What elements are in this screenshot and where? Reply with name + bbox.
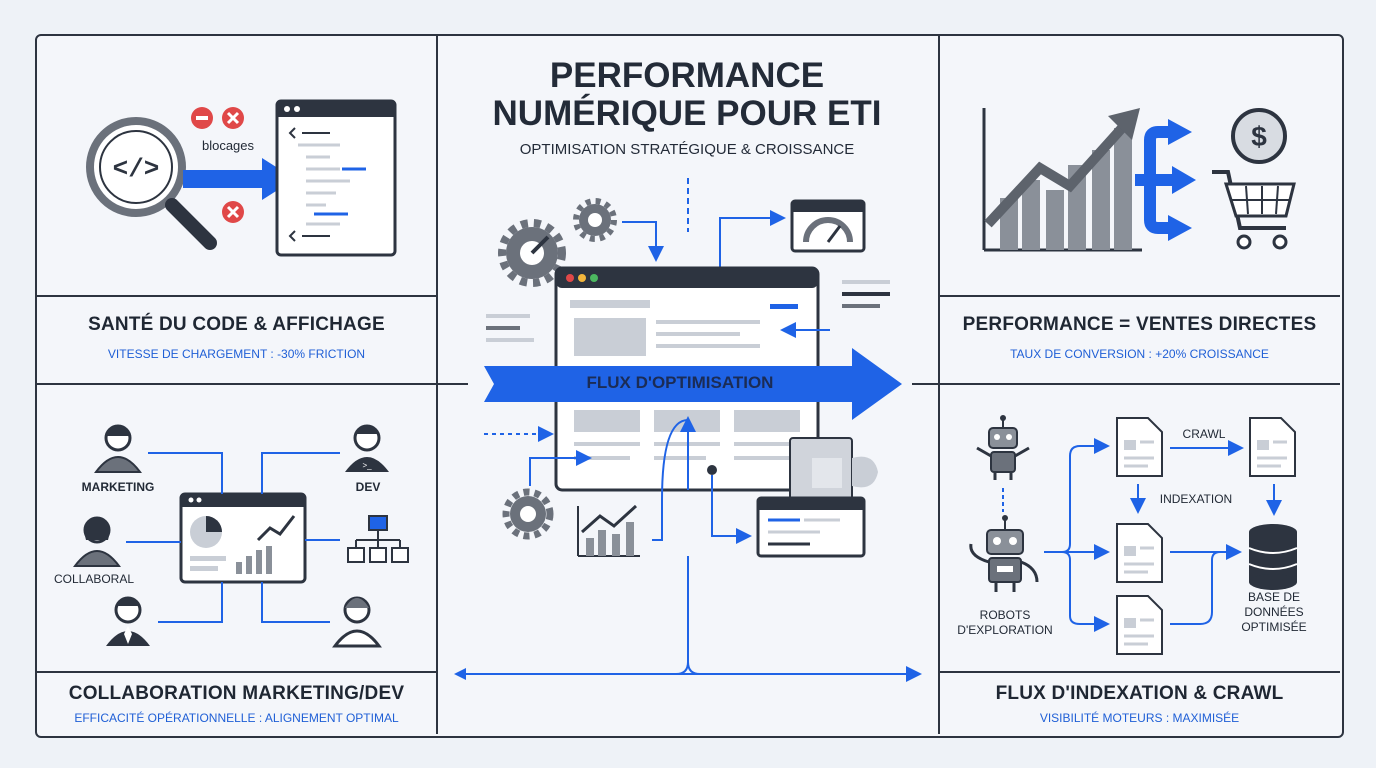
dashboard-window-icon (179, 492, 307, 584)
shopping-cart-icon (1212, 170, 1296, 250)
blocages-label: blocages (201, 138, 255, 153)
svg-text:>_: >_ (362, 461, 372, 470)
person-icon (73, 516, 121, 567)
crawl-label: CRAWL (1182, 427, 1226, 441)
robot-icon (976, 415, 1030, 480)
right-mid-divider (912, 383, 1340, 385)
database-label-line1: BASE DE (1247, 590, 1301, 604)
collab-title: COLLABORATION MARKETING/DEV (68, 683, 405, 704)
code-window-icon (756, 496, 866, 558)
sales-subtitle: TAUX DE CONVERSION : +20% CROISSANCE (1010, 347, 1269, 361)
sales-title: PERFORMANCE = VENTES DIRECTES (962, 314, 1317, 335)
gear-icon (573, 198, 617, 242)
error-icon (191, 107, 213, 129)
robot-icon (969, 515, 1039, 592)
collab-subtitle: EFFICACITÉ OPÉRATIONNELLE : ALIGNEMENT O… (74, 711, 399, 725)
marketing-label: MARKETING (81, 480, 155, 494)
svg-text:$: $ (1251, 121, 1267, 152)
dev-label: DEV (355, 480, 381, 494)
person-icon (94, 424, 142, 473)
right-top-divider (939, 295, 1340, 297)
left-top-divider (36, 295, 437, 297)
robots-label-line2: D'EXPLORATION (957, 623, 1053, 637)
left-mid-divider (36, 383, 468, 385)
person-icon (332, 596, 382, 648)
page-title-line1: PERFORMANCE (549, 56, 825, 95)
branch-arrows-icon (1135, 119, 1196, 241)
code-health-subtitle: VITESSE DE CHARGEMENT : -30% FRICTION (107, 347, 366, 361)
indexation-label: INDEXATION (1159, 492, 1233, 506)
document-icon (1116, 523, 1163, 583)
small-chart-icon (577, 504, 640, 557)
speedometer-window-icon (790, 199, 866, 253)
document-icon (1116, 595, 1163, 655)
collab-label: COLLABORAL (53, 572, 135, 586)
dollar-coin-icon: $ (1231, 108, 1287, 164)
indexation-title: FLUX D'INDEXATION & CRAWL (995, 683, 1284, 704)
close-icon (222, 201, 244, 223)
hierarchy-icon (347, 515, 409, 563)
person-icon (106, 596, 150, 646)
text-lines-icon (486, 280, 890, 342)
indexation-subtitle: VISIBILITÉ MOTEURS : MAXIMISÉE (1039, 711, 1240, 725)
developer-icon: >_ (345, 424, 389, 472)
document-icon (1249, 417, 1296, 477)
robots-label-line1: ROBOTS (979, 608, 1031, 622)
left-bottom-divider (36, 671, 437, 673)
flow-arrow (484, 348, 902, 420)
code-window-icon (275, 99, 397, 257)
database-label-line2: DONNÉES (1244, 605, 1304, 619)
database-label-line3: OPTIMISÉE (1241, 620, 1307, 634)
gear-icon (498, 219, 566, 287)
close-icon (222, 107, 244, 129)
page-subtitle: OPTIMISATION STRATÉGIQUE & CROISSANCE (519, 141, 855, 158)
code-health-title: SANTÉ DU CODE & AFFICHAGE (88, 314, 385, 335)
document-icon (1116, 417, 1163, 477)
gear-icon (502, 488, 554, 540)
page-title-line2: NUMÉRIQUE POUR ETI (492, 94, 882, 133)
database-icon (1248, 524, 1298, 590)
growth-chart-icon (982, 108, 1142, 252)
flow-label: FLUX D'OPTIMISATION (586, 373, 774, 392)
right-bottom-divider (939, 671, 1340, 673)
svg-text:</>: </> (113, 154, 160, 184)
puzzle-icon (789, 437, 878, 501)
magnifier-icon: </> (86, 117, 217, 250)
